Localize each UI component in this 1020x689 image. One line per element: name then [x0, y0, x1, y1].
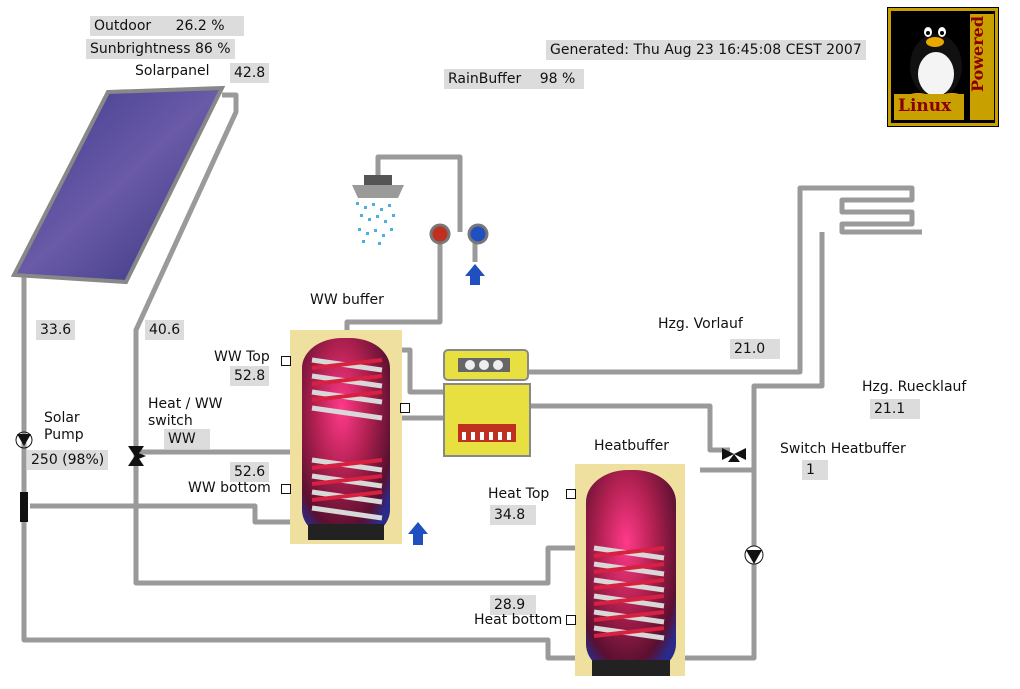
tux-penguin-icon — [888, 8, 998, 126]
linux-powered-logo: Linux Powered — [887, 7, 999, 127]
ww-top-sensor — [281, 356, 291, 366]
logo-word-linux: Linux — [898, 96, 952, 116]
hot-tap-icon — [429, 223, 451, 245]
ww-buffer-tank — [290, 330, 402, 544]
heat-ww-switch-valve-icon — [128, 446, 146, 466]
boiler-controller — [443, 349, 531, 457]
solarpanel-label: Solarpanel — [135, 63, 210, 79]
logo-word-powered: Powered — [968, 15, 987, 92]
ww-bottom-label: WW bottom — [188, 480, 271, 496]
rainbuffer-readout: RainBuffer 98 % — [444, 69, 584, 89]
heatbuffer-title: Heatbuffer — [594, 438, 669, 454]
ww-mid-sensor — [400, 403, 410, 413]
solar-pump-label: Solar Pump — [44, 410, 84, 443]
cold-water-inlet-arrow-icon — [465, 264, 485, 285]
heat-top-sensor — [566, 489, 576, 499]
solar-pump-value: 250 (98%) — [27, 450, 109, 470]
solar-panel — [10, 85, 226, 285]
collector-bar-icon — [20, 492, 28, 522]
outdoor-value: 26.2 % — [175, 18, 225, 34]
hzg-ruecklauf-temp: 21.1 — [870, 399, 920, 419]
solar-flow-temp: 40.6 — [145, 320, 185, 340]
rainbuffer-label: RainBuffer — [448, 71, 522, 87]
switch-heatbuffer-label: Switch Heatbuffer — [780, 441, 906, 457]
heat-ww-switch-label: Heat / WW switch — [148, 396, 223, 429]
heat-top-label: Heat Top — [488, 486, 550, 502]
heat-bottom-temp: 28.9 — [490, 595, 536, 615]
heat-ww-switch-value: WW — [164, 429, 210, 449]
hzg-ruecklauf-label: Hzg. Ruecklauf — [862, 379, 967, 395]
heat-bottom-sensor — [566, 615, 576, 625]
outdoor-readout: Outdoor 26.2 % — [90, 16, 244, 36]
outdoor-label: Outdoor — [94, 18, 152, 34]
ww-top-temp: 52.8 — [230, 366, 270, 386]
switch-heatbuffer-value: 1 — [802, 460, 828, 480]
ww-outlet-arrow-icon — [408, 522, 428, 545]
shower-icon — [352, 175, 404, 245]
hzg-vorlauf-label: Hzg. Vorlauf — [658, 316, 743, 332]
generated-timestamp: Generated: Thu Aug 23 16:45:08 CEST 2007 — [546, 40, 866, 60]
rainbuffer-value: 98 % — [539, 71, 576, 87]
solarpanel-temp: 42.8 — [230, 63, 270, 83]
cold-tap-icon — [467, 223, 489, 245]
hzg-vorlauf-temp: 21.0 — [730, 339, 780, 359]
ww-bottom-sensor — [281, 484, 291, 494]
ww-top-label: WW Top — [214, 349, 270, 365]
heating-pump-icon — [744, 545, 764, 565]
heat-buffer-tank — [575, 464, 685, 676]
heat-top-temp: 34.8 — [490, 505, 536, 525]
solar-return-temp: 33.6 — [36, 320, 76, 340]
heat-bottom-label: Heat bottom — [474, 612, 563, 628]
solar-pump-icon — [15, 431, 33, 449]
sunbrightness-readout: Sunbrightness 86 % — [86, 39, 235, 59]
ww-bottom-temp: 52.6 — [230, 462, 270, 482]
ww-buffer-title: WW buffer — [310, 292, 384, 308]
switch-heatbuffer-valve-icon — [722, 448, 746, 462]
